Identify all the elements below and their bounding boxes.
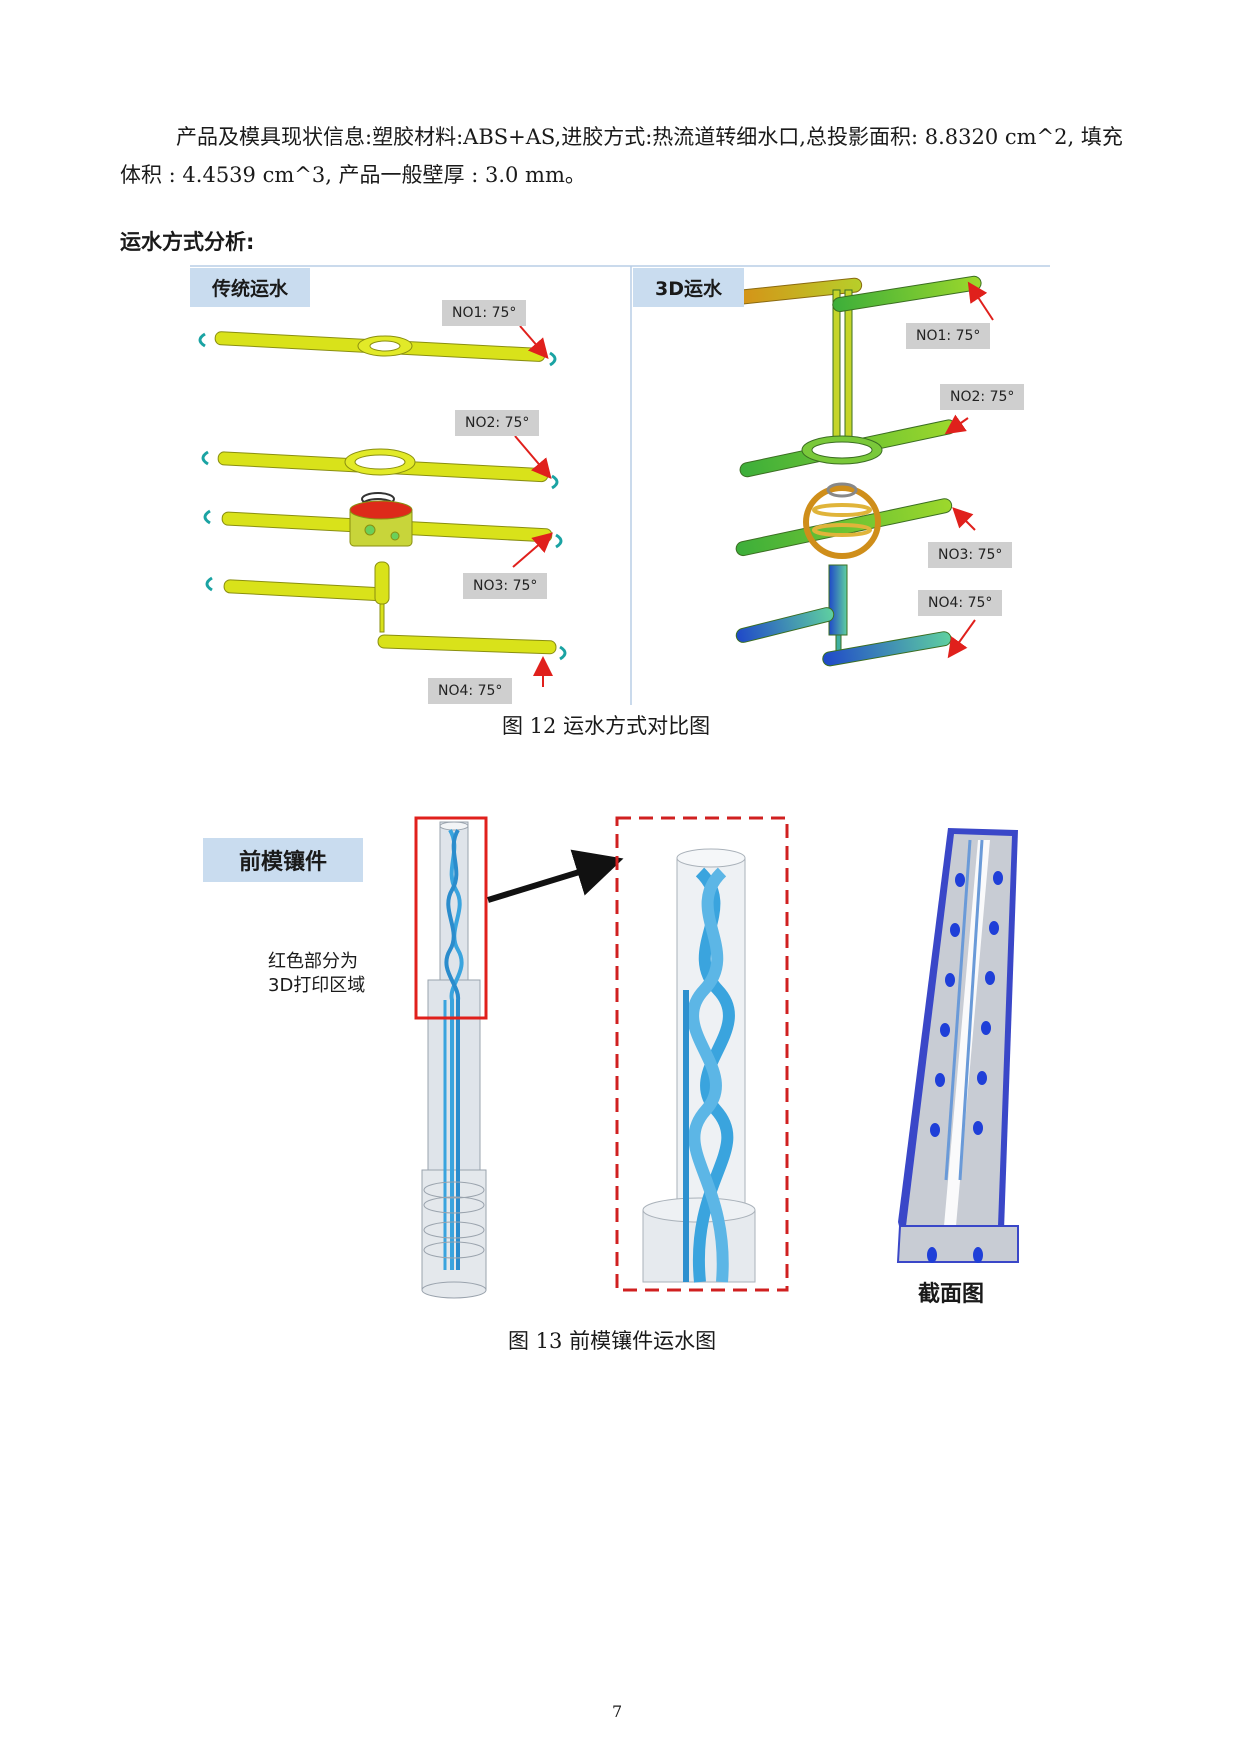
left-callout-no3: NO3: 75° [463, 573, 548, 599]
zoomed-insert [642, 848, 756, 1283]
right-callout-no2: NO2: 75° [940, 384, 1025, 410]
cross-section-label: 截面图 [918, 1282, 985, 1307]
figure-12-graphics [190, 265, 1050, 705]
insert-full-view [421, 821, 487, 1299]
left-callout-no2: NO2: 75° [455, 410, 540, 436]
conformal-pipes [721, 275, 982, 667]
right-red-arrows [944, 281, 994, 659]
print-region-note-line1: 红色部分为 [268, 951, 358, 972]
tab-3d-cooling: 3D运水 [633, 268, 744, 307]
right-callout-no4: NO4: 75° [918, 590, 1003, 616]
print-region-note: 红色部分为 3D打印区域 [268, 950, 365, 998]
right-callout-no3: NO3: 75° [928, 542, 1013, 568]
cross-section-view [896, 828, 1019, 1263]
traditional-pipes [214, 331, 557, 655]
tab-front-insert: 前模镶件 [203, 838, 364, 882]
tab-traditional-cooling: 传统运水 [190, 268, 311, 307]
body-paragraph: 产品及模具现状信息:塑胶材料:ABS+AS,进胶方式:热流道转细水口,总投影面积… [120, 125, 1123, 187]
left-red-arrows [512, 325, 554, 687]
page-number: 7 [612, 1702, 623, 1721]
figure-13-caption: 图 13 前模镶件运水图 [508, 1329, 717, 1353]
zoom-dashed-box [615, 816, 789, 1292]
zoom-arrow [487, 849, 624, 903]
pipe-connectors [198, 332, 567, 661]
left-callout-no1: NO1: 75° [442, 300, 527, 326]
section-heading: 运水方式分析: [120, 230, 255, 254]
print-region-note-line2: 3D打印区域 [268, 975, 366, 996]
right-callout-no1: NO1: 75° [906, 323, 991, 349]
print-region-box [414, 816, 488, 1020]
figure-12-caption: 图 12 运水方式对比图 [502, 714, 711, 738]
left-callout-no4: NO4: 75° [428, 678, 513, 704]
